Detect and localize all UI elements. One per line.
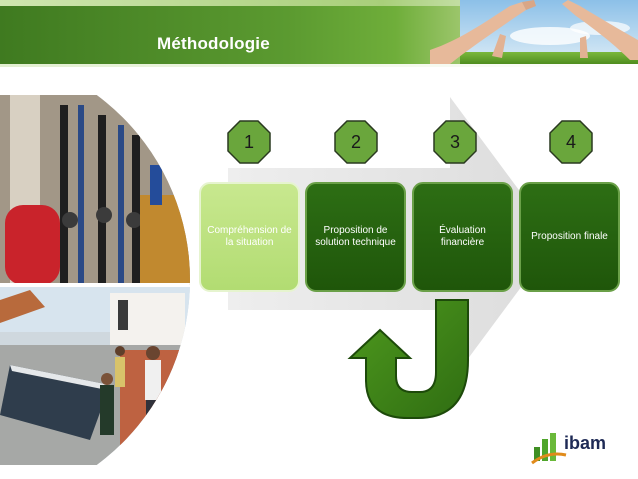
page-title: Méthodologie [157,34,270,53]
step-label-3: Évaluation financière [439,225,486,248]
step-label-2: Proposition de solution technique [315,225,396,248]
step-number-3: 3 [449,131,460,152]
hero-hands-image [430,0,638,64]
step-box-1: Compréhension de la situation [199,182,300,292]
step-label-4: Proposition finale [531,231,608,242]
step-label-1: Compréhension de la situation [207,225,292,248]
step-number-4: 4 [565,131,576,152]
step-box-4: Proposition finale [519,182,620,292]
step-box-3: Évaluation financière [412,182,513,292]
step-number-2: 2 [350,131,361,152]
logo-text: ibam [564,433,607,453]
photo-collage [0,95,190,465]
header-top-line [0,0,638,6]
header-bottom-line [0,64,638,67]
company-logo: ibam [530,425,630,465]
step-box-2: Proposition de solution technique [305,182,406,292]
step-number-1: 1 [243,131,254,152]
logo-bars-icon [531,433,567,465]
u-turn-arrow [347,299,469,419]
